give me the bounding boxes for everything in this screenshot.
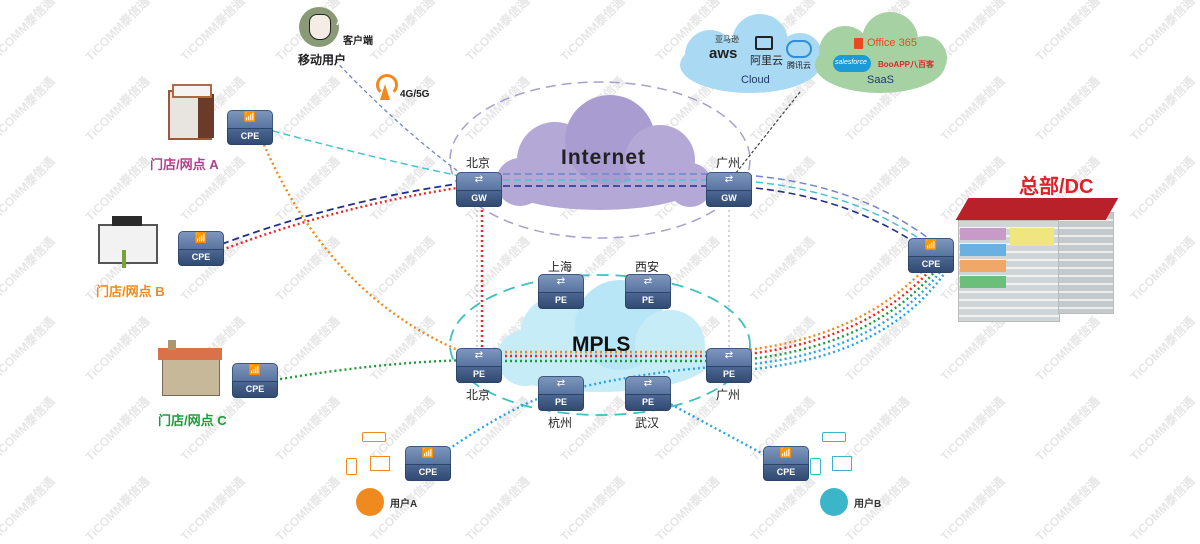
line-user-b <box>647 390 766 457</box>
tencent-cloud-logo: 腾讯云 <box>787 61 811 70</box>
user-a-router-icon <box>362 432 386 442</box>
salesforce-icon <box>833 55 871 72</box>
line-site-a-to-gw <box>261 127 471 179</box>
site-a-building-icon <box>168 84 218 140</box>
aliyun-bracket-icon <box>755 36 773 50</box>
pe-guangzhou[interactable]: ⇄ PE <box>706 348 752 383</box>
pe-beijing-city: 北京 <box>466 388 491 402</box>
switch-arrows-icon: ⇄ <box>474 350 484 361</box>
router-antenna-icon: 📶 <box>194 233 208 244</box>
line-gw-bundle-navy <box>470 185 921 247</box>
switch-arrows-icon: ⇄ <box>556 276 566 287</box>
line-site-c-to-pe <box>274 358 471 382</box>
gw-guangzhou[interactable]: ⇄ GW <box>706 172 752 207</box>
pe-wuhan[interactable]: ⇄ PE <box>625 376 671 411</box>
hq-cpe[interactable]: 📶 CPE <box>908 238 954 273</box>
line-mobile-to-gw <box>329 54 471 181</box>
user-b-phone-icon <box>810 458 821 475</box>
saas-label: SaaS <box>867 74 894 86</box>
aws-logo: aws <box>709 45 738 62</box>
switch-arrows-icon: ⇄ <box>643 276 653 287</box>
user-b-cpe[interactable]: 📶 CPE <box>763 446 809 481</box>
user-b-router-icon <box>822 432 846 442</box>
user-a-desktop-icon <box>370 456 390 471</box>
aliyun-logo: 阿里云 <box>750 55 783 67</box>
salesforce-logo: salesforce <box>835 59 867 66</box>
tencent-cloud-icon <box>786 40 812 58</box>
amazon-cn-label: 亚马逊 <box>715 35 739 44</box>
switch-arrows-icon: ⇄ <box>474 174 484 185</box>
hq-label: 总部/DC <box>1019 176 1094 198</box>
site-c-building-icon <box>158 338 228 398</box>
switch-arrows-icon: ⇄ <box>556 378 566 389</box>
router-antenna-icon: 📶 <box>924 240 938 251</box>
internet-cloud <box>449 81 751 239</box>
network-label: 4G/5G <box>400 89 430 100</box>
gw-guangzhou-city: 广州 <box>716 156 741 170</box>
site-b-building-icon <box>92 210 160 268</box>
line-pe-bundle-sky2 <box>729 273 945 373</box>
mobile-user-face-icon <box>309 14 331 40</box>
user-a-label: 用户A <box>390 499 418 510</box>
internet-label: Internet <box>561 146 647 169</box>
site-a-cpe[interactable]: 📶 CPE <box>227 110 273 145</box>
mpls-label: MPLS <box>572 333 631 356</box>
line-site-b-to-gw-navy <box>221 181 471 245</box>
router-antenna-icon: 📶 <box>243 112 257 123</box>
switch-arrows-icon: ⇄ <box>643 378 653 389</box>
4g-5g-antenna-icon <box>376 74 398 96</box>
site-c-label: 门店/网点 C <box>158 413 227 428</box>
pe-beijing[interactable]: ⇄ PE <box>456 348 502 383</box>
switch-arrows-icon: ⇄ <box>724 174 734 185</box>
booapp-logo: BooAPP八百客 <box>878 60 934 69</box>
line-site-b-to-gw-red <box>221 184 471 252</box>
client-label: 客户端 <box>343 36 373 47</box>
office365-logo: Office 365 <box>867 37 917 49</box>
user-b-desktop-icon <box>832 456 852 471</box>
mobile-user-label: 移动用户 <box>298 53 347 67</box>
switch-arrows-icon: ⇄ <box>724 350 734 361</box>
gw-beijing-city: 北京 <box>466 156 491 170</box>
pe-wuhan-city: 武汉 <box>635 416 660 430</box>
cloud-label: Cloud <box>741 74 770 86</box>
user-a-cpe[interactable]: 📶 CPE <box>405 446 451 481</box>
pe-xian-city: 西安 <box>635 260 660 274</box>
office365-icon <box>854 38 863 49</box>
user-a-avatar <box>356 488 384 516</box>
user-b-avatar <box>820 488 848 516</box>
router-antenna-icon: 📶 <box>779 448 793 459</box>
pe-shanghai-city: 上海 <box>548 260 573 274</box>
user-a-phone-icon <box>346 458 357 475</box>
mobile-user-badge: A <box>336 16 344 28</box>
site-b-label: 门店/网点 B <box>96 284 165 299</box>
pe-hangzhou-city: 杭州 <box>548 416 573 430</box>
line-pe-bundle-orange <box>470 264 929 354</box>
pe-shanghai[interactable]: ⇄ PE <box>538 274 584 309</box>
pe-guangzhou-city: 广州 <box>716 388 741 402</box>
line-pe-bundle-sky1 <box>729 271 941 368</box>
router-antenna-icon: 📶 <box>421 448 435 459</box>
site-b-cpe[interactable]: 📶 CPE <box>178 231 224 266</box>
antenna-mast <box>380 84 390 100</box>
site-a-label: 门店/网点 A <box>150 157 219 172</box>
router-antenna-icon: 📶 <box>248 365 262 376</box>
gw-beijing[interactable]: ⇄ GW <box>456 172 502 207</box>
pe-xian[interactable]: ⇄ PE <box>625 274 671 309</box>
site-c-cpe[interactable]: 📶 CPE <box>232 363 278 398</box>
user-b-label: 用户B <box>854 499 882 510</box>
hq-datacenter-icon <box>955 198 1119 322</box>
line-cloud-to-gw <box>731 91 801 179</box>
pe-hangzhou[interactable]: ⇄ PE <box>538 376 584 411</box>
